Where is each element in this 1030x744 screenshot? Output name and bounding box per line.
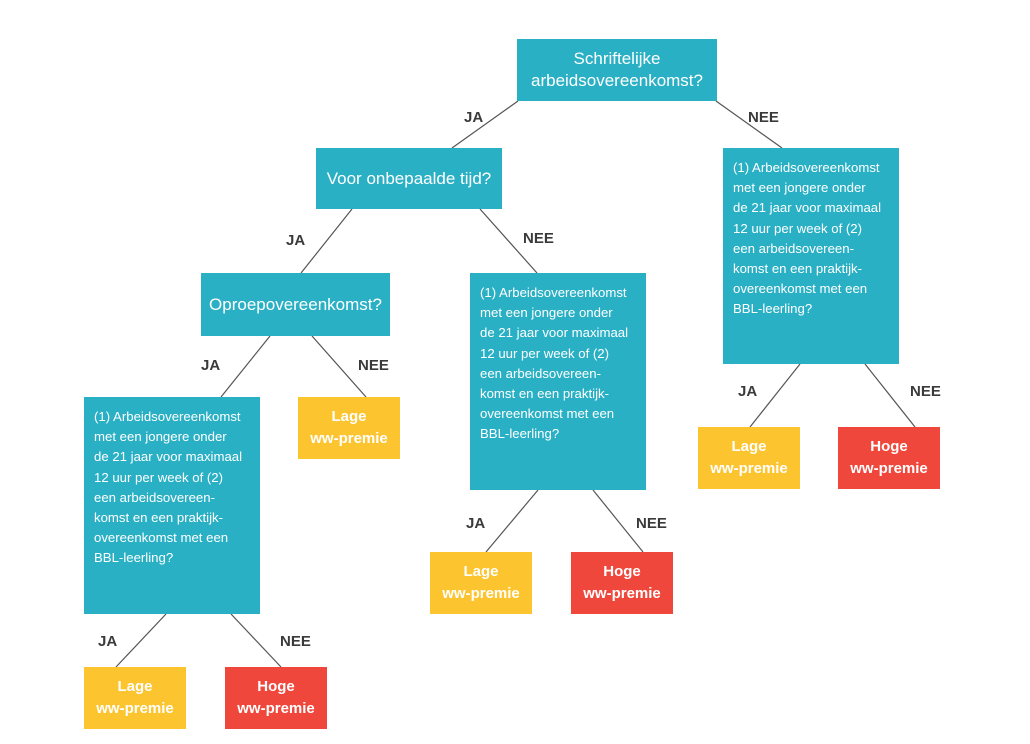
connector-q2-nee bbox=[479, 208, 538, 274]
connector-c3-ja bbox=[749, 363, 801, 428]
outcome-low-premium-2: Lage ww-premie bbox=[84, 667, 186, 729]
question-written-contract-text: Schriftelijke arbeidsovereenkomst? bbox=[531, 49, 703, 90]
question-on-call-contract: Oproepovereenkomst? bbox=[201, 273, 390, 336]
connector-c3-nee bbox=[864, 363, 916, 428]
condition-box-middle: (1) Arbeidsovereenkomst met een jongere … bbox=[470, 273, 646, 490]
question-on-call-contract-text: Oproepovereenkomst? bbox=[209, 294, 382, 314]
question-indefinite-term: Voor onbepaalde tijd? bbox=[316, 148, 502, 209]
connector-q3-nee bbox=[311, 335, 367, 398]
connector-c1-nee bbox=[230, 613, 282, 668]
outcome-high-premium-2: Hoge ww-premie bbox=[571, 552, 673, 614]
label-ja-c3: JA bbox=[738, 383, 758, 400]
connector-q2-ja bbox=[300, 208, 353, 274]
label-nee-c2: NEE bbox=[636, 515, 667, 532]
outcome-high-premium-1: Hoge ww-premie bbox=[225, 667, 327, 729]
label-ja-c1: JA bbox=[98, 633, 118, 650]
connector-q1-ja bbox=[451, 100, 519, 149]
label-ja-q3: JA bbox=[201, 357, 221, 374]
label-ja-q1: JA bbox=[464, 109, 484, 126]
label-nee-c1: NEE bbox=[280, 633, 311, 650]
condition-box-left: (1) Arbeidsovereenkomst met een jongere … bbox=[84, 397, 260, 614]
label-ja-q2: JA bbox=[286, 232, 306, 249]
outcome-low-premium-3: Lage ww-premie bbox=[430, 552, 532, 614]
question-indefinite-term-text: Voor onbepaalde tijd? bbox=[326, 168, 492, 188]
label-nee-q1: NEE bbox=[748, 109, 779, 126]
outcome-high-premium-3: Hoge ww-premie bbox=[838, 427, 940, 489]
connector-q1-nee bbox=[715, 100, 783, 149]
connector-c2-nee bbox=[592, 489, 644, 553]
connector-c2-ja bbox=[485, 489, 539, 553]
condition-box-right: (1) Arbeidsovereenkomst met een jongere … bbox=[723, 148, 899, 364]
connector-c1-ja bbox=[115, 613, 167, 668]
outcome-low-premium-4: Lage ww-premie bbox=[698, 427, 800, 489]
label-ja-c2: JA bbox=[466, 515, 486, 532]
label-nee-q2: NEE bbox=[523, 230, 554, 247]
label-nee-q3: NEE bbox=[358, 357, 389, 374]
outcome-low-premium-1: Lage ww-premie bbox=[298, 397, 400, 459]
connector-q3-ja bbox=[220, 335, 271, 398]
label-nee-c3: NEE bbox=[910, 383, 941, 400]
question-written-contract: Schriftelijke arbeidsovereenkomst? bbox=[517, 39, 717, 101]
